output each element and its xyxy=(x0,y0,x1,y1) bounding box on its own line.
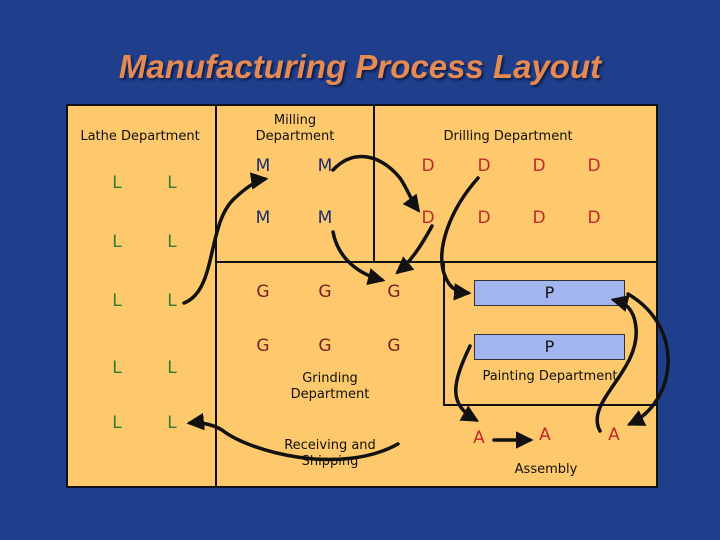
flow-arrow-drilling-to-painting xyxy=(440,176,480,301)
lathe-machine: L xyxy=(112,413,122,433)
grinding-department-label: Grinding Department xyxy=(290,371,370,402)
flow-arrow-painting-to-assembly-left xyxy=(454,344,480,422)
grinding-machine: G xyxy=(256,336,270,356)
assembly-machine: A xyxy=(473,428,485,448)
divider-milling-drilling xyxy=(373,104,375,262)
drilling-machine: D xyxy=(421,208,435,228)
drilling-machine: D xyxy=(532,208,546,228)
lathe-machine: L xyxy=(112,358,122,378)
divider-milling-grinding xyxy=(215,261,658,263)
divider-grinding-painting xyxy=(443,261,445,406)
grinding-machine: G xyxy=(387,336,401,356)
lathe-machine: L xyxy=(112,291,122,311)
flow-arrow-milling-to-drilling xyxy=(331,154,421,213)
milling-machine: M xyxy=(255,156,271,176)
drilling-machine: D xyxy=(421,156,435,176)
milling-machine: M xyxy=(317,208,333,228)
lathe-department-label: Lathe Department xyxy=(80,129,200,144)
lathe-machine: L xyxy=(167,413,177,433)
drilling-machine: D xyxy=(587,156,601,176)
milling-machine: M xyxy=(255,208,271,228)
lathe-machine: L xyxy=(167,358,177,378)
lathe-machine: L xyxy=(167,291,177,311)
flow-arrow-milling-to-grinding xyxy=(331,230,386,286)
lathe-machine: L xyxy=(112,232,122,252)
page-title: Manufacturing Process Layout xyxy=(118,48,602,85)
drilling-department-label: Drilling Department xyxy=(443,129,573,144)
drilling-machine: D xyxy=(532,156,546,176)
assembly-department-label: Assembly xyxy=(514,462,578,477)
flow-arrow-receiving-to-lathe xyxy=(186,412,400,462)
drilling-machine: D xyxy=(477,208,491,228)
drilling-machine: D xyxy=(477,156,491,176)
grinding-machine: G xyxy=(387,282,401,302)
painting-department-label: Painting Department xyxy=(482,369,618,384)
assembly-machine: A xyxy=(539,425,551,445)
painting-station: P xyxy=(474,280,625,306)
milling-department-label: Milling Department xyxy=(255,113,335,144)
grinding-machine: G xyxy=(256,282,270,302)
divider-lathe-milling xyxy=(215,104,217,488)
flow-arrow-painting-to-assembly-right xyxy=(626,292,670,426)
divider-painting-assembly xyxy=(443,404,658,406)
drilling-machine: D xyxy=(587,208,601,228)
grinding-machine: G xyxy=(318,336,332,356)
flow-arrow-assembly-to-painting xyxy=(595,294,638,433)
lathe-machine: L xyxy=(167,173,177,193)
painting-station: P xyxy=(474,334,625,360)
grinding-machine: G xyxy=(318,282,332,302)
flow-arrow-lathe-to-milling xyxy=(182,172,269,305)
lathe-machine: L xyxy=(112,173,122,193)
lathe-machine: L xyxy=(167,232,177,252)
assembly-machine: A xyxy=(608,425,620,445)
milling-machine: M xyxy=(317,156,333,176)
flow-arrow-drilling-to-grinding xyxy=(395,224,434,275)
